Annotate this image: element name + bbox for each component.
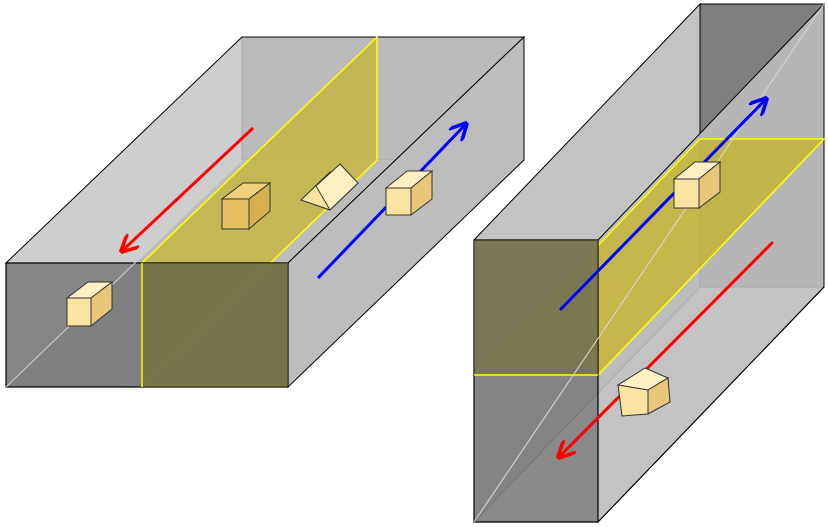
- right-blue-arrow: [558, 100, 765, 312]
- left-diagonal: [5, 159, 243, 388]
- left-red-arrow: [123, 126, 255, 250]
- left-front-tint: [142, 263, 288, 387]
- vehicle-cube: [672, 160, 722, 210]
- right-diagonal: [473, 3, 825, 523]
- vehicle-cube: [220, 181, 272, 231]
- horizontal-channel: [4, 35, 526, 389]
- vehicle-cube: [616, 367, 671, 417]
- vehicle-cube: [65, 280, 114, 328]
- vehicle-cube: [300, 163, 359, 211]
- vehicle-cube: [384, 169, 434, 217]
- right-red-arrow: [560, 240, 775, 456]
- right-front-tint: [474, 240, 598, 375]
- right-back-edge: [597, 286, 825, 523]
- vertical-channel: [472, 2, 826, 524]
